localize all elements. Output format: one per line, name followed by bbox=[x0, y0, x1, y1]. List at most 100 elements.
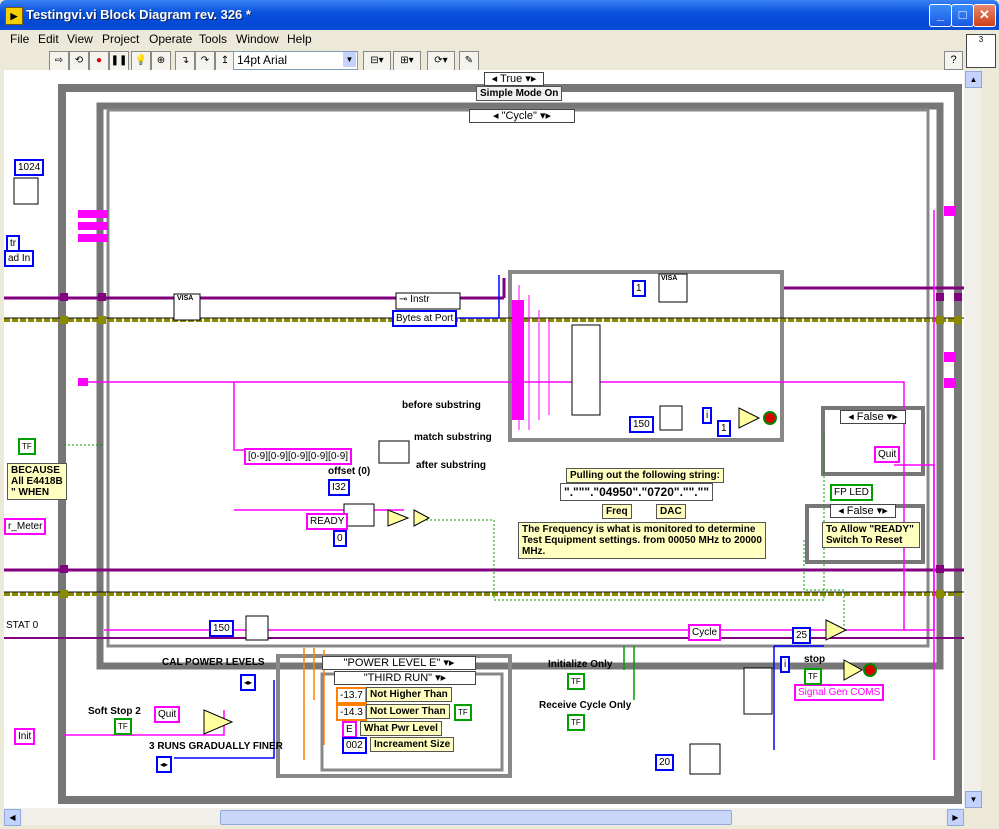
greater-than-node-1 bbox=[738, 407, 761, 429]
tunnel-1 bbox=[60, 293, 68, 301]
chevron-down-icon[interactable]: ▼ bbox=[343, 52, 356, 67]
metronome-node bbox=[689, 743, 721, 775]
minimize-button[interactable]: _ bbox=[929, 4, 952, 27]
step-out-icon[interactable]: ↥ bbox=[215, 51, 235, 71]
receive-cycle-only-boolean[interactable]: TF bbox=[567, 714, 585, 731]
close-button[interactable]: ✕ bbox=[973, 4, 996, 27]
freq-label: Freq bbox=[602, 504, 632, 519]
run-continuously-icon[interactable]: ⟲ bbox=[69, 51, 89, 71]
boolean-wire-2 bbox=[623, 646, 635, 700]
reorder-icon[interactable]: ⟳▾ bbox=[427, 51, 455, 71]
run-case-selector[interactable]: "THIRD RUN" ▾▸ bbox=[334, 671, 476, 685]
zero-constant[interactable]: 0 bbox=[333, 530, 347, 547]
soft-stop-boolean[interactable]: TF bbox=[114, 718, 132, 735]
scroll-down-arrow-icon[interactable]: ▼ bbox=[965, 791, 982, 808]
menu-tools[interactable]: Tools bbox=[199, 32, 228, 46]
pause-icon[interactable]: ❚❚ bbox=[109, 51, 129, 71]
boolean-constant-left[interactable]: TF bbox=[18, 438, 36, 455]
tunnel-2 bbox=[60, 316, 68, 324]
outer-case-selector[interactable]: ◂ True ▾▸ bbox=[484, 72, 544, 86]
vertical-scrollbar[interactable] bbox=[964, 70, 981, 808]
false-case-2-selector[interactable]: ◂ False ▾▸ bbox=[830, 504, 896, 518]
step-over-icon[interactable]: ↷ bbox=[195, 51, 215, 71]
false-case-2-value: False bbox=[846, 505, 874, 517]
e4418b-text: All E4418B bbox=[11, 476, 63, 487]
constant-1024[interactable]: 1024 bbox=[14, 159, 45, 176]
init-constant[interactable]: Init bbox=[14, 728, 36, 745]
scroll-left-arrow-icon[interactable]: ◀ bbox=[4, 809, 21, 826]
constant-002[interactable]: 002 bbox=[342, 737, 367, 754]
menu-edit[interactable]: Edit bbox=[38, 32, 59, 46]
greater-than-node-2 bbox=[825, 619, 848, 641]
constant-25[interactable]: 25 bbox=[792, 627, 812, 644]
distribute-objects-icon[interactable]: ⊞▾ bbox=[393, 51, 421, 71]
while-loop-frame bbox=[96, 102, 944, 670]
dac-label: DAC bbox=[656, 504, 686, 519]
constant-neg-13-7[interactable]: -13.7 bbox=[336, 687, 367, 704]
bundle-node bbox=[743, 667, 773, 715]
constant-e[interactable]: E bbox=[342, 721, 357, 738]
constant-1-b[interactable]: 1 bbox=[717, 420, 731, 437]
vi-connector-icon[interactable]: 3 bbox=[966, 34, 996, 68]
tr-label: tr bbox=[6, 235, 21, 252]
scroll-up-arrow-icon[interactable]: ▲ bbox=[965, 71, 982, 88]
signal-gen-coms-indicator[interactable]: Signal Gen COMS bbox=[794, 684, 885, 701]
inner-case-selector[interactable]: ◂ "Cycle" ▾▸ bbox=[469, 109, 575, 123]
pulling-note: Pulling out the following string: bbox=[566, 468, 724, 483]
visa-wire-1 bbox=[4, 278, 964, 300]
constant-1[interactable]: 1 bbox=[632, 280, 646, 297]
constant-20[interactable]: 20 bbox=[655, 754, 675, 771]
false-case-1-selector[interactable]: ◂ False ▾▸ bbox=[840, 410, 906, 424]
stop-label: stop bbox=[804, 654, 826, 665]
quit-constant-1[interactable]: Quit bbox=[874, 446, 901, 463]
string-wire-5 bbox=[894, 464, 935, 760]
menu-file[interactable]: File bbox=[10, 32, 30, 46]
frequency-note: The Frequency is what is monitored to de… bbox=[518, 522, 766, 559]
menu-view[interactable]: View bbox=[67, 32, 93, 46]
block-diagram-canvas[interactable]: ◂ True ▾▸ Simple Mode On ◂ "Cycle" ▾▸ ◂ … bbox=[4, 70, 964, 808]
when-text: " WHEN bbox=[11, 487, 50, 498]
menu-project[interactable]: Project bbox=[102, 32, 140, 46]
wait-node-2 bbox=[245, 615, 269, 641]
step-into-icon[interactable]: ↴ bbox=[175, 51, 195, 71]
constant-150-a[interactable]: 150 bbox=[629, 416, 654, 433]
constant-150-b[interactable]: 150 bbox=[209, 620, 234, 637]
horizontal-scroll-thumb[interactable] bbox=[220, 810, 732, 825]
labview-app-icon[interactable]: ▶ bbox=[5, 7, 23, 25]
maximize-button[interactable]: □ bbox=[951, 4, 974, 27]
align-objects-icon[interactable]: ⊟▾ bbox=[363, 51, 391, 71]
menu-help[interactable]: Help bbox=[287, 32, 312, 46]
match-substring-label: match substring bbox=[414, 432, 492, 443]
pattern-constant[interactable]: [0-9][0-9][0-9][0-9][0-9] bbox=[244, 448, 353, 465]
menu-operate[interactable]: Operate bbox=[149, 32, 193, 46]
context-help-button[interactable]: ? bbox=[944, 51, 963, 70]
power-case-selector[interactable]: "POWER LEVEL E" ▾▸ bbox=[322, 656, 476, 670]
menu-window[interactable]: Window bbox=[236, 32, 279, 46]
highlight-execution-icon[interactable]: 💡 bbox=[131, 51, 151, 71]
cycle-constant[interactable]: Cycle bbox=[688, 624, 722, 641]
abort-icon[interactable]: ● bbox=[89, 51, 109, 71]
fp-led-indicator[interactable]: FP LED bbox=[830, 484, 873, 501]
scroll-right-arrow-icon[interactable]: ▶ bbox=[947, 809, 964, 826]
power-case-boolean[interactable]: TF bbox=[454, 704, 472, 721]
match-pattern-node bbox=[378, 440, 410, 464]
ready-constant[interactable]: READY bbox=[306, 513, 349, 530]
because-text: BECAUSE bbox=[11, 465, 60, 476]
cal-power-ring[interactable]: ◂▸ bbox=[240, 674, 257, 691]
offset-i32-control[interactable]: I32 bbox=[328, 479, 350, 496]
quit-constant-2[interactable]: Quit bbox=[154, 706, 181, 723]
stop-boolean[interactable]: TF bbox=[804, 668, 822, 685]
title-bar: ▶ Testingvi.vi Block Diagram rev. 326 * … bbox=[0, 0, 999, 30]
tunnel-11 bbox=[936, 565, 944, 573]
bytes-at-port-property[interactable]: Bytes at Port bbox=[392, 310, 458, 327]
three-runs-ring[interactable]: ◂▸ bbox=[156, 756, 173, 773]
initialize-only-boolean[interactable]: TF bbox=[567, 673, 585, 690]
meter-control[interactable]: r_Meter bbox=[4, 518, 47, 535]
run-arrow-icon[interactable]: ⇨ bbox=[49, 51, 69, 71]
font-select[interactable]: 14pt Arial bbox=[233, 51, 358, 70]
retain-wire-values-icon[interactable]: ⊕ bbox=[151, 51, 171, 71]
cleanup-diagram-icon[interactable]: ✎ bbox=[459, 51, 479, 71]
visa-write-node bbox=[173, 293, 201, 321]
constant-neg-14-3[interactable]: -14.3 bbox=[336, 704, 367, 721]
